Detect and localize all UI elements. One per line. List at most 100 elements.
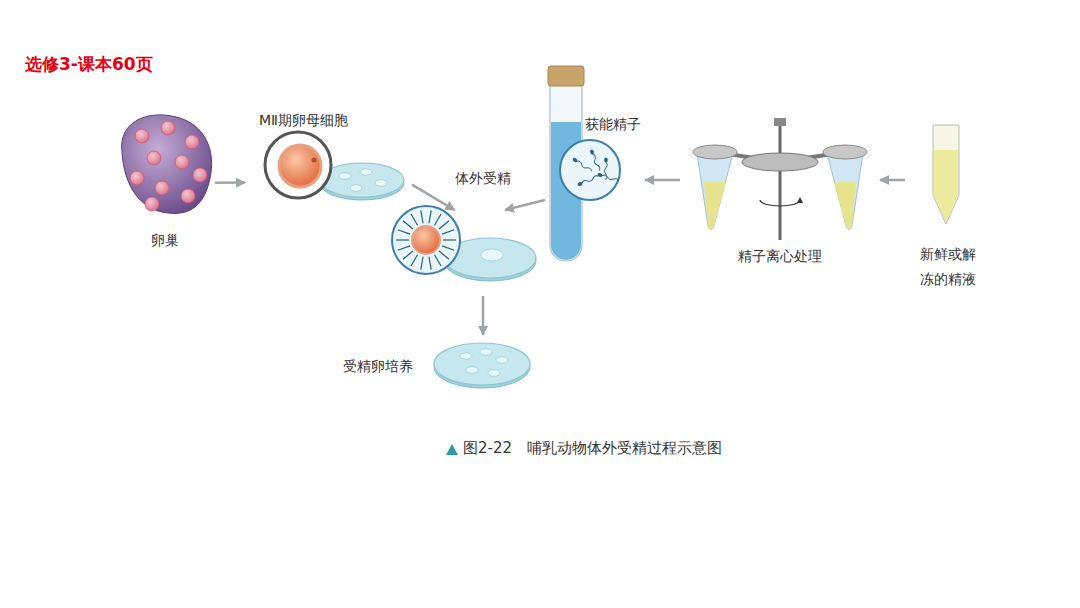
magnifier-circle: [265, 132, 331, 198]
polar-body: [312, 158, 317, 163]
illustration: [545, 65, 645, 265]
node-label: 体外受精: [445, 166, 520, 191]
illustration: [905, 120, 995, 295]
rotor-shaft: [779, 122, 782, 240]
sperm: [398, 246, 410, 250]
sperm: [403, 221, 413, 229]
caption-triangle: [446, 444, 458, 455]
culture-droplet: [466, 367, 478, 374]
sperm: [435, 214, 442, 225]
centrifuge: 精子离心处理: [680, 110, 880, 275]
sperm-tail: [601, 174, 619, 182]
fertilization-dish: 体外受精: [390, 210, 540, 296]
follicle: [185, 135, 199, 149]
culture-droplet: [360, 169, 372, 176]
magnifier-circle: [392, 206, 460, 274]
sperm: [429, 210, 431, 223]
semen-tube: 新鲜或解冻的精液: [905, 120, 995, 295]
sperm: [442, 246, 454, 250]
magnifier-circle: [560, 140, 620, 200]
sperm-tail: [581, 175, 599, 185]
follicle: [135, 129, 149, 143]
sperm: [403, 251, 413, 259]
flow-arrow: [880, 179, 905, 182]
flow-arrow: [482, 296, 485, 335]
sperm-tube: 获能精子: [545, 65, 645, 265]
illustration-group: [548, 66, 620, 261]
sperm: [604, 157, 608, 180]
node-label: MⅡ期卵母细胞: [245, 108, 362, 133]
illustration-group: [933, 125, 959, 224]
flow-arrow: [645, 179, 680, 182]
petri-dish: [320, 163, 404, 197]
sperm: [429, 257, 431, 270]
oocyte-dish: MⅡ期卵母细胞: [245, 100, 412, 202]
culture-droplet: [481, 249, 503, 261]
sperm: [411, 214, 418, 225]
follicle: [175, 155, 189, 169]
sperm: [435, 255, 442, 266]
illustration: [390, 210, 540, 296]
flow-arrow: [505, 200, 545, 210]
culture-droplet: [496, 357, 508, 364]
illustration-group: [392, 206, 536, 281]
follicle: [181, 189, 195, 203]
culture-droplet: [460, 353, 472, 360]
sperm: [572, 157, 593, 173]
sperm-tail: [604, 162, 607, 180]
oocyte: [279, 145, 321, 187]
petri-dish: [434, 343, 530, 385]
node-label: 卵巢: [115, 228, 215, 253]
node-label: 精子离心处理: [680, 244, 880, 269]
follicle: [147, 151, 161, 165]
node-label: 新鲜或解冻的精液: [920, 242, 980, 292]
sample-tube: [933, 125, 959, 224]
sperm-head: [572, 157, 578, 163]
oocyte: [412, 226, 440, 254]
figure-caption: 图2-22 哺乳动物体外受精过程示意图: [463, 439, 722, 458]
semen-sample: [834, 182, 856, 230]
ovary: 卵巢: [115, 110, 215, 250]
node-label: 获能精子: [585, 112, 647, 137]
flow-arrow: [215, 181, 245, 184]
centrifuge-tube: [827, 153, 863, 230]
culture-droplet: [350, 185, 362, 192]
rotor-disc: [742, 153, 818, 171]
culture-dish: 受精卵培养: [335, 335, 545, 397]
sperm: [597, 173, 620, 183]
follicle: [145, 197, 159, 211]
sperm: [589, 149, 601, 171]
centrifuge-tube: [697, 153, 733, 230]
cork: [548, 66, 584, 86]
sperm: [442, 230, 454, 234]
ovary-body: [122, 115, 212, 214]
sperm: [398, 230, 410, 234]
culture-droplet: [339, 173, 351, 180]
tube-holder: [693, 145, 737, 159]
illustration-group: [122, 115, 212, 214]
illustration-group: [693, 118, 867, 240]
culture-droplet: [488, 370, 500, 377]
follicle: [193, 168, 207, 182]
sperm-tail: [591, 153, 600, 171]
sperm: [577, 175, 599, 187]
follicle: [161, 121, 175, 135]
sperm: [421, 257, 423, 270]
node-label: 受精卵培养: [343, 354, 433, 379]
sperm-tail: [576, 160, 593, 173]
sperm: [443, 239, 456, 240]
sperm: [396, 239, 409, 240]
sperm-head: [597, 173, 603, 178]
sperm: [439, 221, 449, 229]
shaft-cap: [774, 118, 786, 126]
rotation-arrow: [760, 200, 800, 206]
tube-holder: [823, 145, 867, 159]
page-note: 选修3-课本60页: [25, 53, 153, 76]
illustration-group: [265, 132, 404, 200]
sperm-head: [604, 157, 608, 162]
illustration: [115, 110, 215, 250]
sperm: [421, 210, 423, 223]
follicle: [155, 181, 169, 195]
